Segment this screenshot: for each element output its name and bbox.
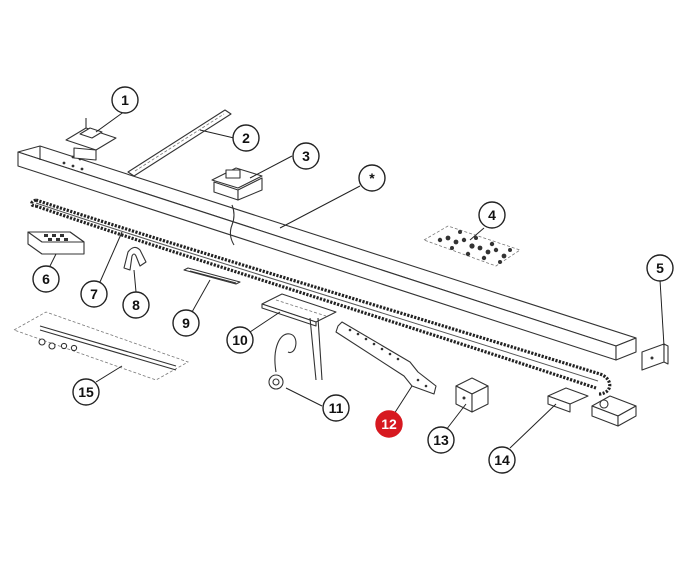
header-bracket-part bbox=[65, 118, 117, 161]
svg-text:2: 2 bbox=[242, 130, 250, 146]
svg-text:*: * bbox=[369, 170, 375, 186]
svg-text:15: 15 bbox=[78, 384, 94, 400]
hardware-kit-part bbox=[423, 225, 521, 267]
svg-text:3: 3 bbox=[302, 148, 310, 164]
svg-text:6: 6 bbox=[42, 271, 50, 287]
trolley-part bbox=[27, 231, 85, 255]
svg-text:14: 14 bbox=[494, 452, 510, 468]
callout-9: 9 bbox=[172, 309, 200, 337]
chain-part bbox=[29, 198, 612, 396]
rail-bracket-part bbox=[211, 167, 263, 201]
callout-star: * bbox=[358, 164, 386, 192]
rod-kit-part bbox=[13, 311, 189, 381]
callout-7: 7 bbox=[80, 280, 108, 308]
svg-text:5: 5 bbox=[656, 260, 664, 276]
callout-3: 3 bbox=[292, 142, 320, 170]
callout-6: 6 bbox=[32, 265, 60, 293]
svg-text:10: 10 bbox=[232, 332, 248, 348]
trolley-plate-part bbox=[261, 293, 337, 381]
release-cord-part bbox=[268, 333, 297, 390]
svg-text:11: 11 bbox=[329, 400, 344, 416]
leader-lines bbox=[49, 110, 665, 449]
callout-2: 2 bbox=[232, 124, 260, 152]
svg-text:1: 1 bbox=[121, 92, 129, 108]
door-bracket-part bbox=[455, 377, 489, 413]
svg-text:12: 12 bbox=[381, 416, 397, 432]
callout-4: 4 bbox=[478, 201, 506, 229]
end-bracket-part bbox=[641, 343, 669, 371]
callout-15: 15 bbox=[72, 378, 100, 406]
callout-14: 14 bbox=[488, 446, 516, 474]
svg-text:4: 4 bbox=[488, 207, 496, 223]
motor-bracket-part bbox=[547, 387, 637, 427]
door-arm-part bbox=[335, 321, 437, 395]
callout-1: 1 bbox=[111, 86, 139, 114]
chain-clip-part bbox=[123, 246, 147, 271]
svg-text:7: 7 bbox=[90, 286, 98, 302]
rail-part bbox=[17, 145, 637, 361]
callout-13: 13 bbox=[427, 426, 455, 454]
callout-11: 11 bbox=[322, 394, 350, 422]
callout-5: 5 bbox=[646, 254, 674, 282]
callout-10: 10 bbox=[226, 326, 254, 354]
strap-part bbox=[127, 109, 232, 177]
callout-8: 8 bbox=[122, 291, 150, 319]
svg-text:8: 8 bbox=[132, 297, 140, 313]
svg-text:13: 13 bbox=[433, 432, 449, 448]
svg-text:9: 9 bbox=[182, 315, 190, 331]
callout-12: 12 bbox=[375, 410, 403, 438]
rail-bar-part bbox=[183, 267, 241, 285]
